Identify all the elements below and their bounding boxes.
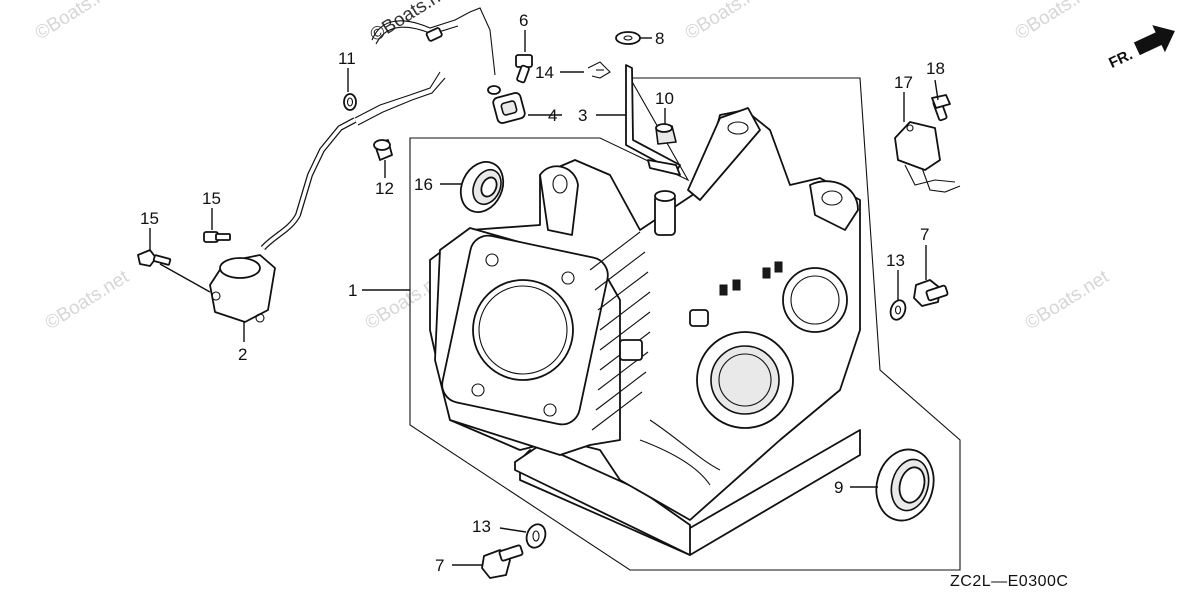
- watermark: ©Boats.net: [32, 0, 124, 44]
- callout-7-bottom: 7: [435, 556, 444, 575]
- callout-15-right: 15: [202, 189, 221, 208]
- callout-8: 8: [655, 29, 664, 48]
- callout-1: 1: [348, 281, 357, 300]
- callout-14: 14: [535, 63, 554, 82]
- front-direction-indicator: FR.: [1106, 25, 1175, 72]
- watermark: ©Boats.net: [682, 0, 774, 44]
- front-direction-label: FR.: [1106, 46, 1135, 72]
- oil-level-switch-part: [209, 7, 501, 323]
- callout-11: 11: [338, 49, 356, 68]
- small-parts: [137, 31, 949, 579]
- watermark: ©Boats.net: [1022, 266, 1114, 334]
- callout-4: 4: [548, 106, 557, 125]
- callout-2: 2: [238, 345, 247, 364]
- callout-7-right: 7: [920, 225, 929, 244]
- callout-16: 16: [414, 175, 433, 194]
- front-arrow-icon: [1133, 25, 1175, 56]
- drawing-code: ZC2L—E0300C: [950, 573, 1068, 590]
- crankcase-part: [429, 107, 861, 556]
- callout-15-left: 15: [140, 209, 159, 228]
- callout-13-right: 13: [886, 251, 905, 270]
- callout-13-bottom: 13: [472, 517, 491, 536]
- watermark: ©Boats.net: [1012, 0, 1104, 44]
- callout-6: 6: [519, 11, 528, 30]
- callout-10: 10: [655, 89, 674, 108]
- leader-lines: [149, 30, 939, 566]
- crankcase-group-outline: [409, 77, 961, 571]
- watermark: ©Boats.net: [42, 266, 134, 334]
- callout-labels: 1 2 3 4 5 6 7 7 8 9 10 11 12 13 13 14 15…: [140, 11, 945, 575]
- callout-3: 3: [578, 106, 587, 125]
- callout-9: 9: [834, 478, 843, 497]
- oil-alert-unit-part: [894, 94, 961, 193]
- bearing-part: [459, 161, 505, 213]
- callout-18: 18: [926, 59, 945, 78]
- callout-12: 12: [375, 179, 394, 198]
- oil-seal-part: [875, 448, 935, 522]
- callout-17: 17: [894, 73, 913, 92]
